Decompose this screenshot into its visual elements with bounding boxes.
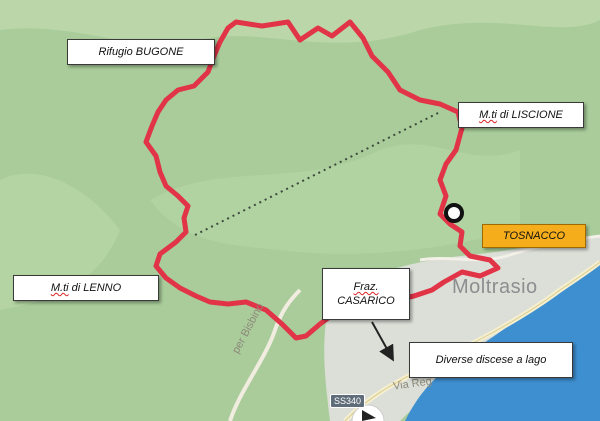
callout-label-line1: Fraz. (353, 281, 379, 293)
play-icon (362, 410, 376, 421)
callout-label-prefix: M.ti (479, 109, 497, 121)
callout-lenno: M.ti di LENNO (13, 275, 159, 301)
ring-marker-icon[interactable] (444, 203, 464, 223)
road-bisbino (228, 288, 302, 421)
town-label: Moltrasio (452, 276, 538, 298)
callout-casarico: Fraz. CASARICO (322, 268, 410, 320)
play-button[interactable] (351, 404, 385, 421)
road-regina-edge (344, 261, 600, 421)
callout-label-line2: CASARICO (337, 295, 395, 307)
terrain-slope-mid (150, 144, 520, 254)
callout-label: Diverse discese a lago (435, 354, 547, 366)
arrow-icon (371, 321, 394, 362)
callout-label: Rifugio BUGONE (98, 46, 184, 58)
road-shield: SS340 (330, 394, 366, 408)
callout-tosnacco: TOSNACCO (482, 224, 586, 248)
callout-label: di LISCIONE (496, 109, 563, 121)
callout-liscione: M.ti di LISCIONE (458, 102, 584, 128)
terrain-slope-upper (0, 0, 600, 46)
callout-label: TOSNACCO (502, 230, 566, 242)
callout-rifugio-bugone: Rifugio BUGONE (67, 39, 215, 65)
callout-diverse-discese: Diverse discese a lago (409, 342, 573, 378)
lake-como (405, 262, 600, 421)
callout-label-prefix: M.ti (50, 282, 69, 294)
dotted-connector (194, 111, 441, 236)
callout-label: di LENNO (68, 282, 122, 294)
